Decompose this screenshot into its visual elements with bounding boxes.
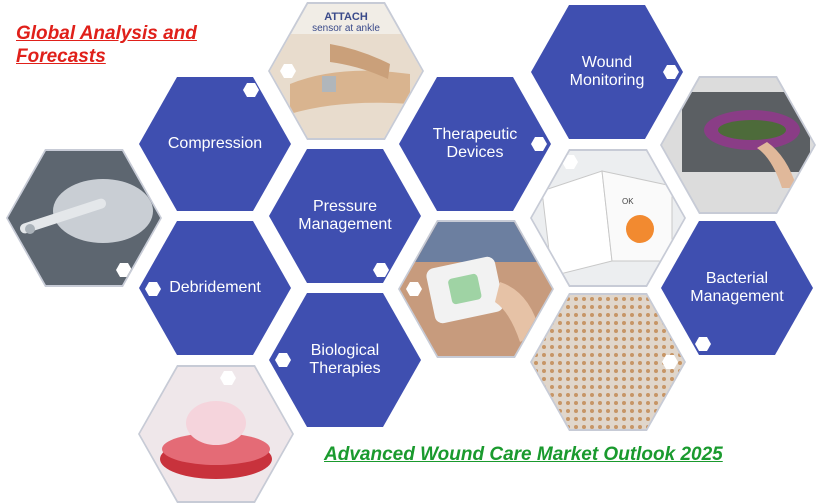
pressure-management-label: Pressure Management xyxy=(269,149,421,283)
ankle-sensor-image xyxy=(270,34,422,138)
hex-marker xyxy=(562,155,578,169)
attach-subtitle: sensor at ankle xyxy=(312,23,380,34)
hex-marker xyxy=(116,263,132,277)
hex-marker xyxy=(406,282,422,296)
hex-compression[interactable]: Compression xyxy=(139,77,291,211)
biological-line-1: Biological xyxy=(310,342,380,359)
market-outlook-title: Advanced Wound Care Market Outlook 2025 xyxy=(324,444,723,465)
wound-line-2: Monitoring xyxy=(569,72,645,89)
attach-caption: ATTACH sensor at ankle xyxy=(270,11,422,35)
hex-marker xyxy=(145,282,161,296)
scalpel-image xyxy=(8,151,160,285)
biological-culture-image xyxy=(140,367,292,501)
global-analysis-line-2: Forecasts xyxy=(16,46,106,67)
hex-bacterial-management[interactable]: Bacterial Management xyxy=(661,221,813,355)
hex-biological-therapies[interactable]: Biological Therapies xyxy=(269,293,421,427)
hex-debridement[interactable]: Debridement xyxy=(139,221,291,355)
hex-marker xyxy=(662,355,678,369)
scalpel-photo xyxy=(8,151,160,285)
bacterial-line-2: Management xyxy=(690,288,784,305)
wound-monitor-image xyxy=(682,92,810,188)
global-analysis-line-1: Global Analysis and xyxy=(16,23,197,44)
bacterial-management-label: Bacterial Management xyxy=(661,221,813,355)
therapeutic-line-1: Therapeutic xyxy=(432,126,518,143)
compression-label: Compression xyxy=(139,77,291,211)
therapeutic-line-2: Devices xyxy=(446,144,504,161)
device-ok-label: OK xyxy=(622,197,634,206)
dish-photo xyxy=(140,367,292,501)
global-analysis-title: Global Analysis and Forecasts xyxy=(16,22,197,68)
biological-therapies-label: Biological Therapies xyxy=(269,293,421,427)
hex-marker xyxy=(220,371,236,385)
device-photo: OK xyxy=(532,151,684,285)
pressure-line-2: Management xyxy=(298,216,392,233)
monitor-photo xyxy=(662,78,814,212)
debridement-text: Debridement xyxy=(169,279,261,296)
mesh-photo xyxy=(532,295,684,429)
bacterial-line-1: Bacterial xyxy=(705,270,769,287)
debridement-label: Debridement xyxy=(139,221,291,355)
hex-marker xyxy=(280,64,296,78)
hex-marker xyxy=(663,65,679,79)
biological-line-2: Therapies xyxy=(309,360,381,377)
therapeutic-devices-label: Therapeutic Devices xyxy=(399,77,551,211)
hex-pressure-management[interactable]: Pressure Management xyxy=(269,149,421,283)
hex-wound-monitoring[interactable]: Wound Monitoring xyxy=(531,5,683,139)
hex-marker xyxy=(695,337,711,351)
compression-text: Compression xyxy=(167,135,263,152)
sensor-photo: ATTACH sensor at ankle xyxy=(270,4,422,138)
wound-monitoring-label: Wound Monitoring xyxy=(531,5,683,139)
therapy-device-image xyxy=(532,151,684,285)
wound-dressing-image xyxy=(400,222,552,356)
hex-marker xyxy=(243,83,259,97)
attach-title: ATTACH xyxy=(324,11,368,23)
hex-therapeutic-devices[interactable]: Therapeutic Devices xyxy=(399,77,551,211)
pressure-line-1: Pressure xyxy=(312,198,377,215)
hex-marker xyxy=(373,263,389,277)
hex-marker xyxy=(531,137,547,151)
hex-marker xyxy=(275,353,291,367)
wound-line-1: Wound xyxy=(581,54,633,71)
antibacterial-mesh-image xyxy=(532,295,684,429)
dressing-photo xyxy=(400,222,552,356)
